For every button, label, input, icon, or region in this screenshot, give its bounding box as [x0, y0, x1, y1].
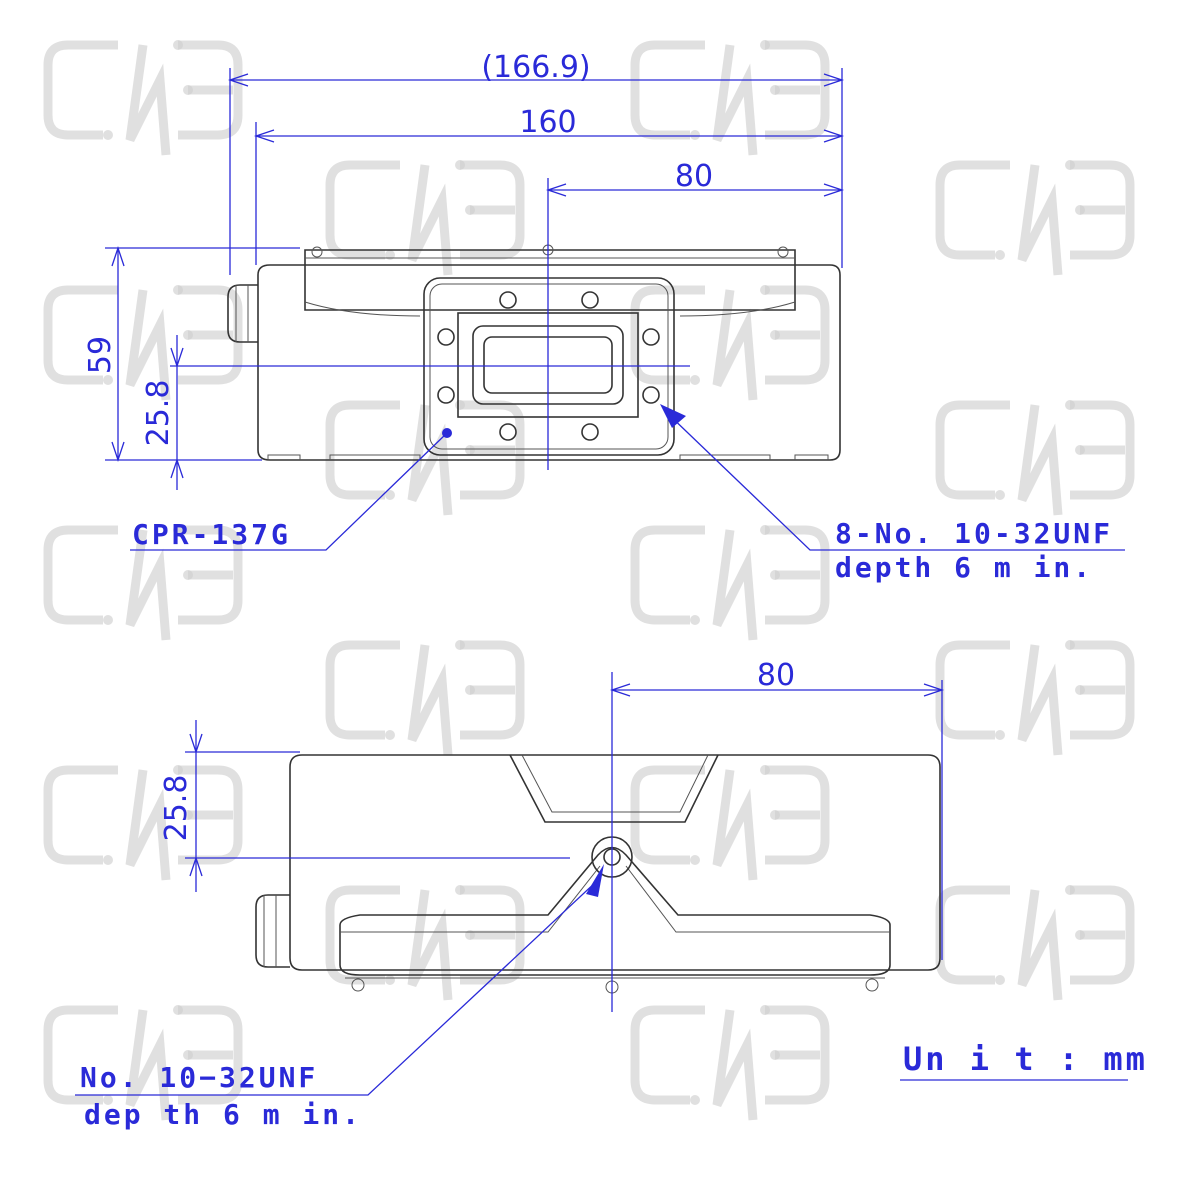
bottom-view-outline [255, 754, 941, 994]
unit-label: Un i t : mm [903, 1040, 1148, 1078]
body-width-dim: 160 [519, 105, 576, 140]
top-view-dimension-text: (166.9) 160 80 59 25.8 CPR-137G 8-No. 10… [83, 50, 1113, 584]
bottom-view-dimension-text: 80 25.8 No. 10−32UNF dep th 6 m in. [80, 658, 795, 1131]
holes-callout-line2: depth 6 m in. [835, 551, 1093, 584]
bottom-hole-callout-line1: No. 10−32UNF [80, 1061, 318, 1094]
flange-type-callout: CPR-137G [132, 518, 291, 551]
overall-width-dim: (166.9) [481, 50, 590, 85]
unit-note: Un i t : mm [900, 1040, 1148, 1081]
flange-center-dim: 25.8 [141, 380, 176, 447]
bottom-view-dimensions [75, 672, 945, 1096]
height-dim: 59 [83, 336, 118, 374]
bottom-center-offset-dim: 80 [757, 658, 795, 693]
holes-callout-line1: 8-No. 10-32UNF [835, 517, 1113, 550]
bottom-hole-height-dim: 25.8 [159, 775, 194, 842]
bottom-hole-callout-line2: dep th 6 m in. [84, 1098, 362, 1131]
top-view-dimensions [105, 68, 1125, 551]
center-offset-dim: 80 [675, 159, 713, 194]
